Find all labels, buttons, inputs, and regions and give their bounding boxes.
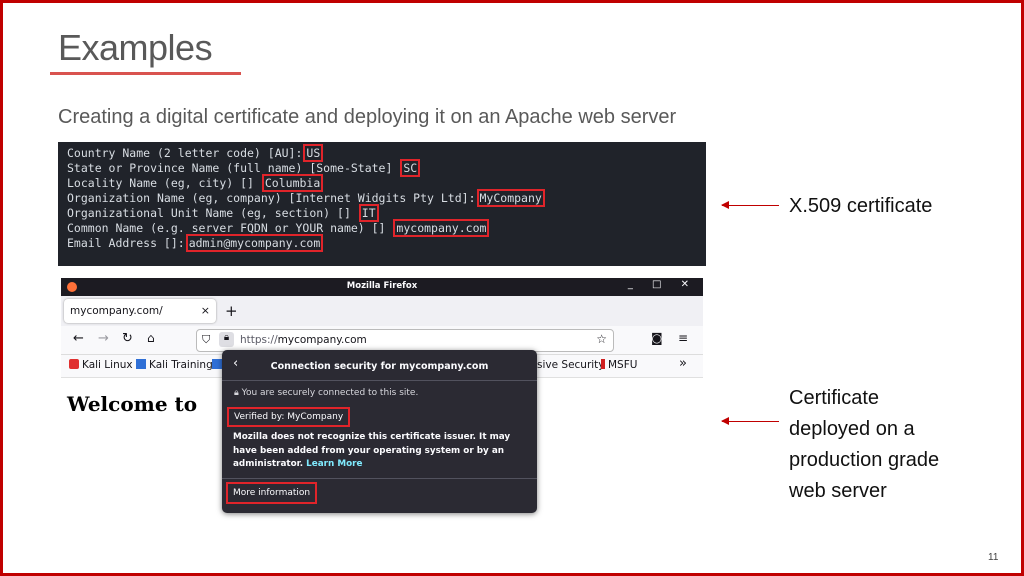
- panel-title: Connection security for mycompany.com: [270, 361, 489, 372]
- terminal-line: Locality Name (eg, city) [] Columbia: [67, 174, 706, 192]
- secure-connection-text: 🔒︎ You are securely connected to this si…: [234, 388, 419, 398]
- deployed-annotation-line: deployed on a: [789, 418, 915, 440]
- learn-more-link[interactable]: Learn More: [306, 459, 363, 469]
- terminal-answer-highlight: SC: [400, 159, 421, 177]
- terminal-line: Organization Name (eg, company) [Interne…: [67, 189, 706, 207]
- bookmark-kali-training[interactable]: Kali Training: [136, 359, 213, 371]
- terminal-screenshot: Country Name (2 letter code) [AU]:US Sta…: [58, 142, 706, 266]
- page-heading: Welcome to: [67, 392, 198, 416]
- terminal-answer-highlight: mycompany.com: [393, 219, 490, 237]
- terminal-line: Email Address []:admin@mycompany.com: [67, 234, 706, 252]
- title-underline: [50, 72, 241, 75]
- new-tab-button[interactable]: +: [225, 302, 238, 320]
- divider: [222, 380, 537, 381]
- verified-by-label: Verified by: MyCompany: [227, 407, 351, 427]
- terminal-answer-highlight: US: [303, 144, 324, 162]
- slide-title: Examples: [58, 27, 213, 68]
- x509-annotation: X.509 certificate: [789, 195, 933, 217]
- more-information-button[interactable]: More information: [226, 482, 318, 504]
- terminal-line: Common Name (e.g. server FQDN or YOUR na…: [67, 219, 706, 237]
- deployed-annotation-line: web server: [789, 480, 887, 502]
- tab-label: mycompany.com/: [70, 305, 163, 317]
- page-number: 11: [988, 552, 999, 563]
- divider: [222, 478, 537, 479]
- firefox-logo-icon: [67, 282, 77, 292]
- pocket-icon[interactable]: ◙: [651, 331, 663, 345]
- terminal-answer-highlight: Columbia: [261, 174, 324, 192]
- connection-security-panel: ‹ Connection security for mycompany.com …: [222, 350, 537, 513]
- deployed-annotation-line: Certificate: [789, 387, 880, 409]
- terminal-prompt: Organization Name (eg, company) [Interne…: [67, 191, 476, 205]
- terminal-answer-highlight: IT: [358, 204, 379, 222]
- menu-icon[interactable]: ≡: [678, 331, 689, 345]
- forward-arrow-icon[interactable]: →: [98, 331, 109, 346]
- bookmark-partial[interactable]: [212, 359, 225, 371]
- window-title: Mozilla Firefox: [346, 281, 418, 291]
- terminal-answer-highlight: admin@mycompany.com: [185, 234, 324, 252]
- slide-subtitle: Creating a digital certificate and deplo…: [58, 106, 677, 128]
- tracking-shield-icon[interactable]: ⛉: [202, 333, 211, 346]
- terminal-prompt: Country Name (2 letter code) [AU]:: [67, 146, 303, 160]
- deployed-annotation-line: production grade: [789, 449, 940, 471]
- reload-icon[interactable]: ↻: [122, 331, 133, 346]
- home-icon[interactable]: ⌂: [147, 331, 155, 345]
- terminal-prompt: State or Province Name (full name) [Some…: [67, 161, 400, 175]
- bookmark-offensive-security[interactable]: sive Security: [537, 359, 605, 371]
- back-chevron-icon[interactable]: ‹: [233, 356, 239, 371]
- kali-training-icon: [136, 359, 146, 369]
- close-tab-icon[interactable]: ×: [200, 304, 210, 317]
- terminal-line: Country Name (2 letter code) [AU]:US: [67, 144, 706, 162]
- issuer-warning: Mozilla does not recognize this certific…: [233, 432, 511, 469]
- bookmark-star-icon[interactable]: ☆: [596, 332, 607, 346]
- terminal-answer-highlight: MyCompany: [476, 189, 545, 207]
- bookmark-icon: [212, 359, 222, 369]
- window-controls[interactable]: _ □ ✕: [627, 279, 697, 290]
- arrow-left-icon: [721, 201, 779, 209]
- lock-icon[interactable]: 🔒︎: [219, 332, 234, 347]
- back-arrow-icon[interactable]: ←: [73, 331, 84, 346]
- terminal-line: State or Province Name (full name) [Some…: [67, 159, 706, 177]
- kali-dragon-icon: [69, 359, 79, 369]
- url-bar[interactable]: ⛉ 🔒︎ https://mycompany.com ☆: [196, 329, 614, 352]
- url-text: https://mycompany.com: [240, 334, 367, 346]
- nav-toolbar: ← → ↻ ⌂ ⛉ 🔒︎ https://mycompany.com ☆ ◙ ≡: [61, 326, 703, 355]
- bookmark-kali-linux[interactable]: Kali Linux: [69, 359, 133, 371]
- terminal-prompt: Email Address []:: [67, 236, 185, 250]
- bookmarks-overflow-icon[interactable]: »: [679, 356, 687, 371]
- msfu-icon: [601, 359, 605, 369]
- tab-strip: mycompany.com/ × +: [61, 296, 703, 326]
- arrow-left-icon: [721, 417, 779, 425]
- tab-mycompany[interactable]: mycompany.com/ ×: [64, 299, 216, 323]
- terminal-prompt: Common Name (e.g. server FQDN or YOUR na…: [67, 221, 393, 235]
- terminal-prompt: Locality Name (eg, city) []: [67, 176, 261, 190]
- deployed-annotation: Certificate deployed on a production gra…: [789, 383, 939, 507]
- lock-icon: 🔒︎: [234, 388, 242, 398]
- window-titlebar: Mozilla Firefox _ □ ✕: [61, 278, 703, 296]
- bookmark-msfu[interactable]: MSFU: [601, 359, 637, 371]
- terminal-prompt: Organizational Unit Name (eg, section) […: [67, 206, 358, 220]
- terminal-line: Organizational Unit Name (eg, section) […: [67, 204, 706, 222]
